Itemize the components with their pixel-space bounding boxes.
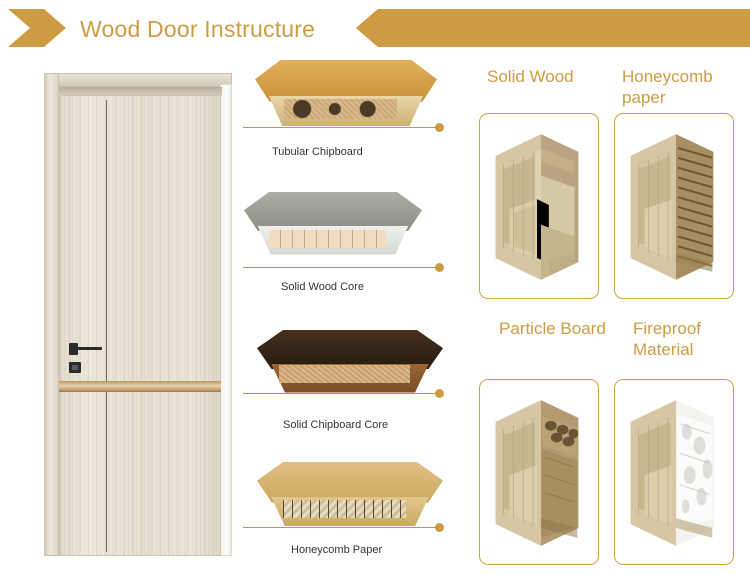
honeycomb-paper-core-icon (630, 134, 714, 280)
connector-dot-1 (435, 123, 444, 132)
core-sample-label-2: Solid Wood Core (281, 281, 364, 293)
core-sample-solid-chipboard-core (257, 330, 443, 398)
solid-wood-core-icon (495, 134, 579, 280)
door-lock-icon (69, 362, 81, 373)
material-card-label-2: Honeycomb paper (622, 67, 713, 107)
page-title: Wood Door Instructure (80, 16, 316, 42)
material-card-image-1 (479, 113, 599, 299)
connector-line-3 (243, 393, 439, 394)
connector-line-4 (243, 527, 439, 528)
connector-dot-3 (435, 389, 444, 398)
core-sample-label-1: Tubular Chipboard (272, 146, 363, 158)
door-frame-top (44, 73, 232, 87)
double-chevron-right-icon (8, 9, 66, 47)
particle-board-core-icon (495, 400, 579, 546)
door-groove-line (106, 100, 107, 552)
door-illustration (32, 62, 240, 566)
door-frame-left (44, 73, 59, 556)
core-sample-honeycomb-paper (257, 462, 443, 532)
connector-line-1 (243, 127, 439, 128)
door-slab (59, 95, 221, 556)
material-card-image-2 (614, 113, 734, 299)
connector-dot-4 (435, 523, 444, 532)
material-card-image-4 (614, 379, 734, 565)
core-sample-label-3: Solid Chipboard Core (283, 419, 389, 431)
door-head-rail (59, 87, 222, 96)
core-sample-tubular-chipboard (255, 60, 437, 132)
door-handle-icon (69, 343, 102, 355)
material-card-label-4: Fireproof Material (633, 319, 702, 359)
core-sample-label-4: Honeycomb Paper (291, 544, 383, 556)
door-jamb-right (220, 84, 232, 556)
door-gold-strip (59, 381, 221, 392)
fireproof-material-icon (630, 400, 714, 546)
connector-line-2 (243, 267, 439, 268)
page-header: Wood Door Instructure (0, 0, 750, 58)
material-card-label-1: Solid Wood (487, 67, 574, 86)
connector-dot-2 (435, 263, 444, 272)
header-accent-bar (356, 9, 750, 47)
material-card-label-3: Particle Board (499, 319, 606, 338)
material-card-image-3 (479, 379, 599, 565)
core-sample-solid-wood-core (244, 192, 422, 260)
